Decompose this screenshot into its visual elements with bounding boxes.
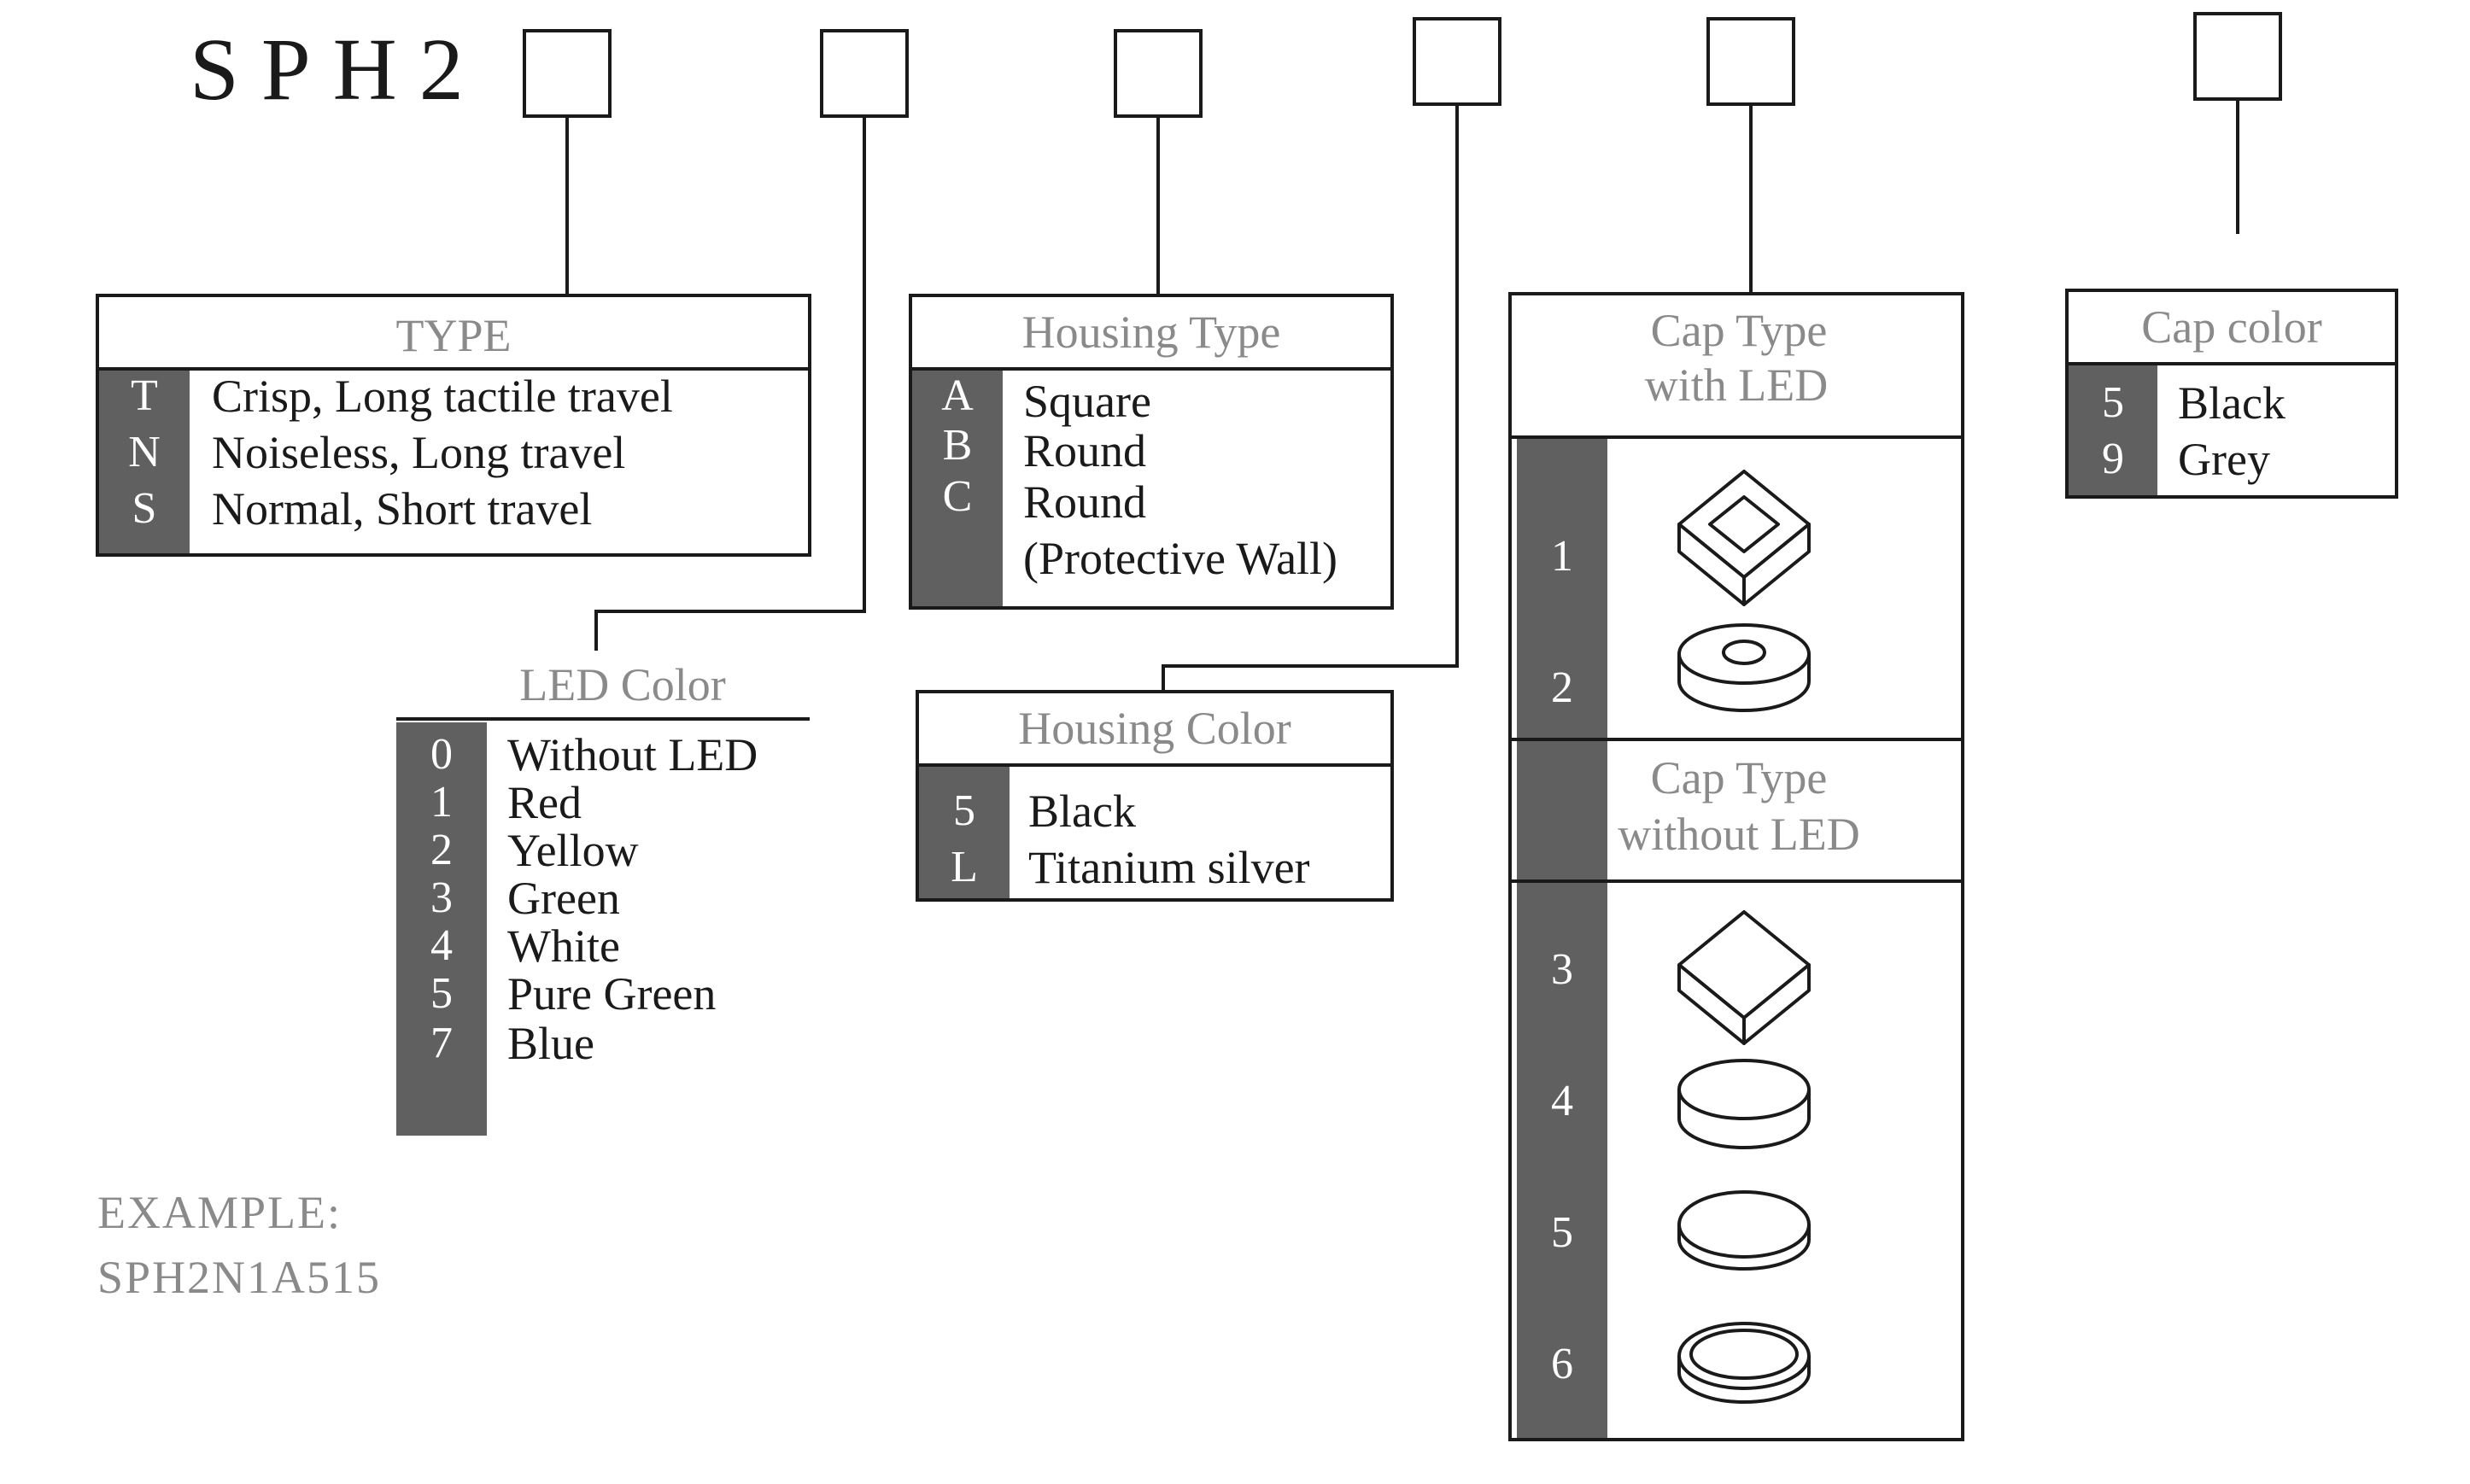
led-color-label: Green (507, 873, 620, 924)
led-color-label: Pure Green (507, 968, 717, 1020)
led-color-code-box (820, 29, 909, 118)
round-cap-with-window-icon (1677, 623, 1811, 712)
type-code: S (132, 484, 157, 533)
cap-type-without-led-divider (1512, 879, 1961, 883)
cap-type-table: Cap Type with LED 1 2 Cap Type without L… (1508, 292, 1964, 1441)
led-color-table: LED Color 0 1 2 3 4 5 7 Without LED Red … (396, 657, 815, 1136)
housing-type-code: B (942, 421, 973, 470)
example-value: SPH2N1A515 (97, 1252, 382, 1303)
led-color-code: 4 (430, 921, 453, 970)
led-color-code: 2 (430, 826, 453, 874)
housing-color-label: Titanium silver (1028, 842, 1310, 893)
cap-type-code: 6 (1551, 1340, 1573, 1388)
cap-type-code: 5 (1551, 1208, 1573, 1257)
cap-type-with-led-header-line1: Cap Type (1650, 305, 1828, 356)
housing-type-code-column: A B C (912, 371, 1003, 606)
led-color-connector (594, 116, 866, 651)
square-cap-with-window-icon (1677, 470, 1811, 606)
housing-color-header: Housing Color (1018, 703, 1291, 754)
example-label: EXAMPLE: (97, 1187, 342, 1238)
led-color-label: White (507, 920, 620, 972)
cap-type-without-led-top-divider (1512, 738, 1961, 741)
housing-type-label: Square (1023, 376, 1151, 427)
type-table: TYPE T N S Crisp, Long tactile travel No… (96, 294, 811, 557)
housing-type-code: A (941, 371, 974, 420)
housing-type-code: C (942, 472, 973, 521)
type-label: Crisp, Long tactile travel (212, 371, 673, 422)
cap-type-with-led-divider (1512, 435, 1961, 439)
cap-type-without-led-header-line1: Cap Type (1650, 752, 1828, 803)
cap-type-code-box (1706, 17, 1795, 106)
housing-type-table: Housing Type A B C Square Round Round (P… (909, 294, 1394, 610)
cap-type-without-led-code-column: 3 4 5 6 (1517, 883, 1607, 1438)
part-code-prefix: SPH2 (190, 20, 486, 119)
housing-color-connector (1162, 104, 1459, 702)
housing-type-header: Housing Type (1021, 307, 1281, 358)
cap-color-code-column: 5 9 (2069, 365, 2157, 495)
cap-type-code: 3 (1551, 945, 1573, 994)
cap-color-code-box (2193, 12, 2282, 101)
housing-type-label: (Protective Wall) (1023, 533, 1338, 584)
housing-color-table: Housing Color 5 L Black Titanium silver (916, 690, 1394, 902)
housing-color-header-divider (919, 763, 1390, 767)
round-cap-icon (1677, 1059, 1811, 1149)
cap-type-code: 1 (1551, 532, 1573, 581)
square-cap-icon (1677, 910, 1811, 1045)
led-color-label: Blue (507, 1018, 594, 1069)
cap-type-with-led-code-column: 1 2 (1517, 439, 1607, 738)
type-label: Normal, Short travel (212, 483, 593, 535)
led-color-code: 7 (430, 1019, 453, 1067)
cap-type-without-led-header-code-column (1517, 741, 1607, 879)
housing-color-code-column: 5 L (919, 767, 1010, 898)
round-cap-ring-icon (1677, 1322, 1811, 1404)
type-header: TYPE (395, 310, 512, 361)
housing-type-label: Round (1023, 476, 1147, 528)
type-code: T (131, 371, 158, 420)
housing-color-code: L (951, 843, 978, 891)
type-code: N (128, 428, 161, 476)
led-color-header: LED Color (519, 659, 726, 710)
cap-icons (1677, 470, 1811, 1404)
cap-color-table: Cap color 5 9 Black Grey (2065, 289, 2398, 499)
cap-color-label: Black (2178, 377, 2286, 429)
type-code-column: T N S (99, 371, 190, 553)
led-color-code: 1 (430, 778, 453, 827)
led-color-label: Without LED (507, 729, 758, 780)
cap-color-code: 5 (2102, 378, 2124, 427)
led-color-code: 5 (430, 969, 453, 1018)
led-color-label: Yellow (507, 825, 639, 876)
cap-color-label: Grey (2178, 434, 2270, 485)
housing-color-code-box (1413, 17, 1501, 106)
housing-type-label: Round (1023, 425, 1147, 476)
round-cap-flat-icon (1677, 1190, 1811, 1271)
housing-type-header-divider (912, 367, 1390, 371)
led-color-label: Red (507, 777, 582, 828)
cap-color-header-divider (2069, 362, 2395, 365)
type-code-box (523, 29, 612, 118)
housing-type-code-box (1114, 29, 1203, 118)
led-color-code: 3 (430, 873, 453, 922)
led-color-code: 0 (430, 730, 453, 779)
cap-type-with-led-header-line2: with LED (1644, 359, 1829, 411)
cap-type-code: 2 (1551, 663, 1573, 712)
cap-color-code: 9 (2102, 435, 2124, 483)
type-header-divider (99, 367, 808, 371)
type-label: Noiseless, Long travel (212, 427, 626, 478)
housing-color-code: 5 (953, 786, 975, 835)
housing-color-label: Black (1028, 786, 1136, 837)
led-color-code-column: 0 1 2 3 4 5 7 (396, 722, 487, 1136)
cap-color-header: Cap color (2141, 301, 2322, 353)
cap-type-without-led-header-line2: without LED (1618, 809, 1860, 860)
cap-type-code: 4 (1551, 1077, 1573, 1125)
